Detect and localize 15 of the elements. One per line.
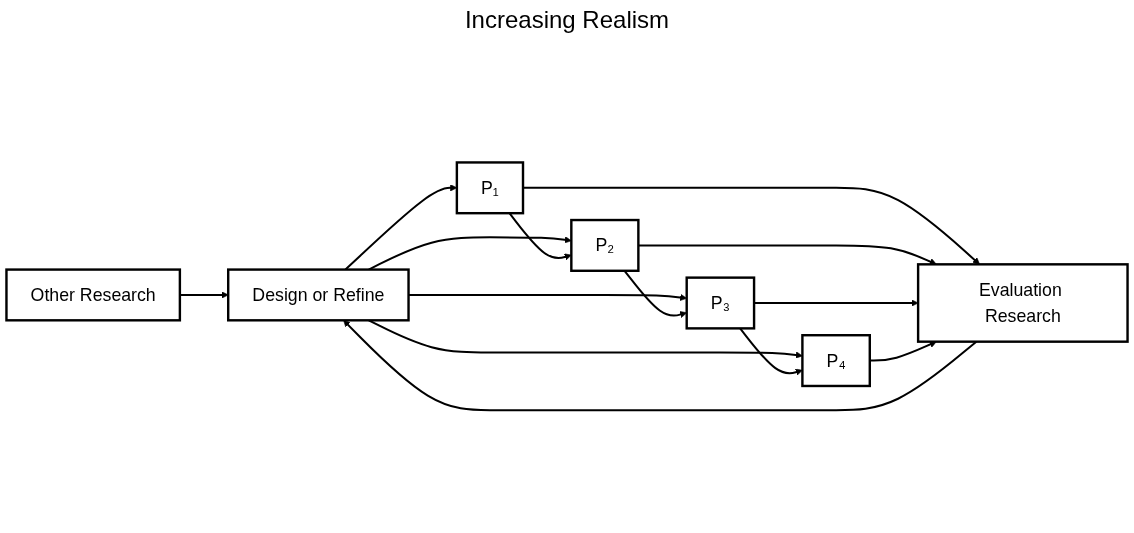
node-box: Other Research bbox=[5, 268, 182, 322]
arrow bbox=[523, 187, 980, 265]
note-text: Increasing Realism bbox=[464, 6, 670, 34]
node-box: Design or Refine bbox=[227, 268, 410, 322]
arrow bbox=[623, 270, 687, 319]
node-box: P₂ bbox=[570, 219, 640, 273]
arrow bbox=[343, 320, 977, 412]
arrow bbox=[869, 341, 937, 362]
node-box: P₄ bbox=[801, 334, 871, 388]
node-box: Evaluation Research bbox=[916, 263, 1129, 344]
arrow bbox=[754, 299, 919, 307]
arrow bbox=[408, 294, 687, 302]
node-box: P₁ bbox=[455, 161, 525, 215]
arrow bbox=[179, 291, 229, 299]
node-box: P₃ bbox=[685, 276, 756, 330]
